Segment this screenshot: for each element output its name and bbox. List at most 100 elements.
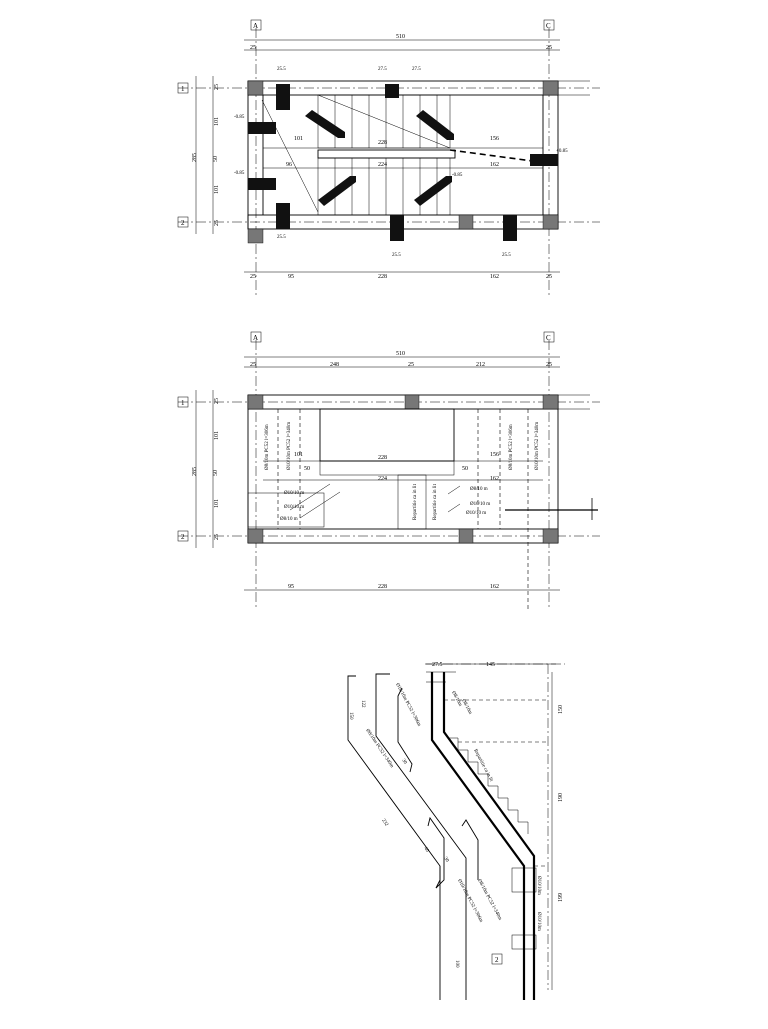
p2-column-b2 [458,528,474,544]
p2-grid-bubble-a [250,331,262,343]
sec-side-note-4: Ø10/10m [536,876,541,895]
bar-shape-2 [375,673,467,1000]
grid-label-1: 1 [181,85,185,93]
p1-dim-96: 96 [286,162,292,168]
p2-grid-label-a: A [253,334,258,342]
dim-bottom-3: 228 [378,274,387,280]
sec-elem-4 [248,178,276,190]
plan-1: A C 1 2 510 25 25 [177,19,600,298]
p2-grid-label-c: C [546,334,551,342]
sec-slab-top [442,672,536,1000]
dim-left-5: 25 [214,220,220,226]
stair-section-2 [416,110,454,140]
dim-bottom-1: 25 [250,274,256,280]
p2-dim-top-2: 248 [330,362,339,368]
dim-top-left: 25 [250,45,256,51]
level-3: -0.85 [452,173,463,178]
dim-bottom-5: 25 [546,274,552,280]
sec-side-note-3: Repartitie ca in lit [472,749,494,784]
sec-bottom-beam [511,934,537,950]
p1-dim-156: 156 [490,136,499,142]
p2-note-3: Ø8/10 m [280,517,298,522]
plan-2: A C 1 2 510 25 248 25 212 25 [177,331,600,610]
bar-shape-4 [427,816,445,889]
p2-column-a1 [247,394,264,410]
p1-dim-101: 101 [294,136,303,142]
section-cut-2 [317,94,451,149]
dim-left-1: 25 [214,84,220,90]
sec-side-note-1: Ø8/10m [450,691,462,708]
p2-note-1: Ø10/10 m [284,491,304,496]
column-a2 [247,228,264,244]
dim-top-total: 510 [396,34,405,40]
p2-dim-top-4: 212 [476,362,485,368]
sec-side-note-2: Ø8/10m [460,699,472,716]
p2-center-note-1: Repartitie ca in lit [413,483,418,520]
sec-elem-3 [248,122,276,134]
sec-bar-note-2: Ø8/10m PC52 l=340m [364,728,394,769]
p2-grid-bubble-c [543,331,555,343]
p2-note-6: Ø10/10 m [466,511,486,516]
p2-dim-left-4: 101 [214,499,220,508]
p2-bar-diag-2 [299,491,341,519]
p2-grid-bubble-2 [177,530,189,542]
p2-vnote-4: Ø10/10m PC52 l=340m [535,422,540,470]
p2-lower-run [247,492,325,528]
sec-landing-box [511,867,537,893]
col-label-1: 25.5 [277,67,286,72]
bar-shape-6 [435,866,441,889]
p2-opening [397,474,427,530]
grid-label-2: 2 [181,219,185,227]
sec-elem-5 [276,203,290,229]
dim-left-2: 101 [214,117,220,126]
p2-dim-228: 228 [378,455,387,461]
p2-grid-label-2: 2 [181,533,185,541]
col-label-6: 27.5 [412,67,421,72]
column-mid-b2 [458,214,474,230]
p2-dim-101: 101 [294,452,303,458]
level-4: +0.85 [556,149,568,154]
p2-dim-left-2: 101 [214,431,220,440]
col-label-5: 25.5 [502,253,511,258]
dim-left-3: 50 [213,156,219,162]
column-c2 [542,214,559,230]
sec-dim-27-5: 27.5 [432,662,443,668]
column-a1 [247,80,264,96]
p2-dim-left-total: 285 [192,467,198,476]
stair-section-1 [305,110,345,138]
sec-len-232: 232 [380,818,389,827]
p2-column-a2 [247,528,264,544]
col-label-2: 27.5 [378,67,387,72]
p2-vnote-1: Ø8/10m PC52 l=306m [265,424,270,470]
level-2: -0.85 [234,171,245,176]
grid-bubble-c [543,19,555,31]
sec-side-note-5: Ø10/10m [536,912,541,931]
column-c1 [542,80,559,96]
p2-vnote-2: Ø10/10m PC52 l=340m [287,422,292,470]
p2-bar-diag-4 [447,503,461,513]
dim-top-right: 25 [546,45,552,51]
sec-elem-6 [390,215,404,241]
sec-len-40: 40 [422,846,429,853]
p2-note-4: Ø8/10 m [470,487,488,492]
p1-dim-224: 224 [378,162,387,168]
section-cut-1 [261,99,319,213]
p2-grid-label-1: 1 [181,399,185,407]
bar-shape-3 [397,687,413,773]
dim-bottom-4: 162 [490,274,499,280]
sec-len-122: 122 [360,700,365,708]
sec-len-150: 150 [348,712,353,720]
p2-dim-50b: 50 [462,466,468,472]
p2-note-2: Ø10/10 m [284,505,304,510]
grid-label-c: C [546,22,551,30]
grid-bubble-a [250,19,262,31]
level-1: -0.85 [234,115,245,120]
p2-column-c1 [542,394,559,410]
stair-section-3 [318,176,356,206]
p2-dim-top-1: 25 [250,362,256,368]
stair-section-4 [414,176,452,206]
p2-landing [319,460,455,476]
dim-bottom-2: 95 [288,274,294,280]
